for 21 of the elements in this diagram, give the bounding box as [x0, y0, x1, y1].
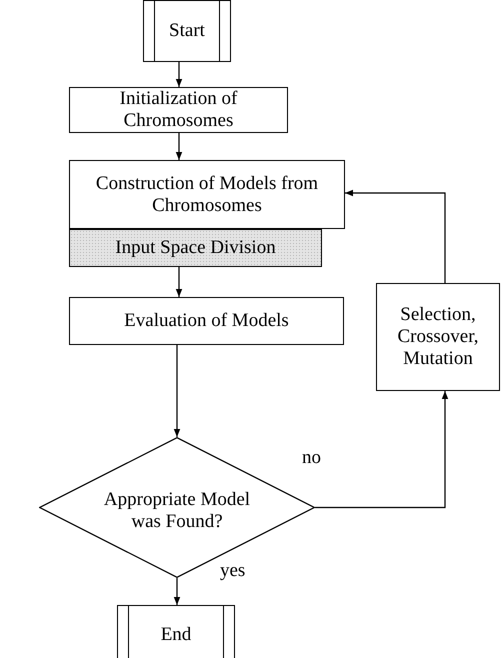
node-text: End [160, 624, 192, 646]
node-text: Start [169, 20, 205, 42]
node-text: Selection, Crossover, Mutation [396, 304, 480, 370]
process-box [69, 297, 344, 345]
arrow [174, 345, 180, 437]
node-text: Appropriate Model was Found? [102, 488, 252, 532]
arrow [176, 133, 182, 160]
arrow [315, 391, 448, 508]
terminal-box [143, 0, 231, 62]
node-text: Input Space Division [115, 237, 276, 259]
node-text: Construction of Models from Chromosomes [94, 172, 320, 216]
node-text: Initialization of Chromosomes [118, 88, 238, 132]
arrow [176, 267, 182, 297]
node-text: Evaluation of Models [124, 310, 289, 332]
arrow [176, 62, 182, 87]
arrow [345, 190, 446, 283]
arrow [174, 578, 180, 605]
process-box [69, 87, 288, 133]
shaded-process-box [69, 229, 322, 267]
process-box [376, 283, 500, 391]
process-box [69, 160, 345, 229]
